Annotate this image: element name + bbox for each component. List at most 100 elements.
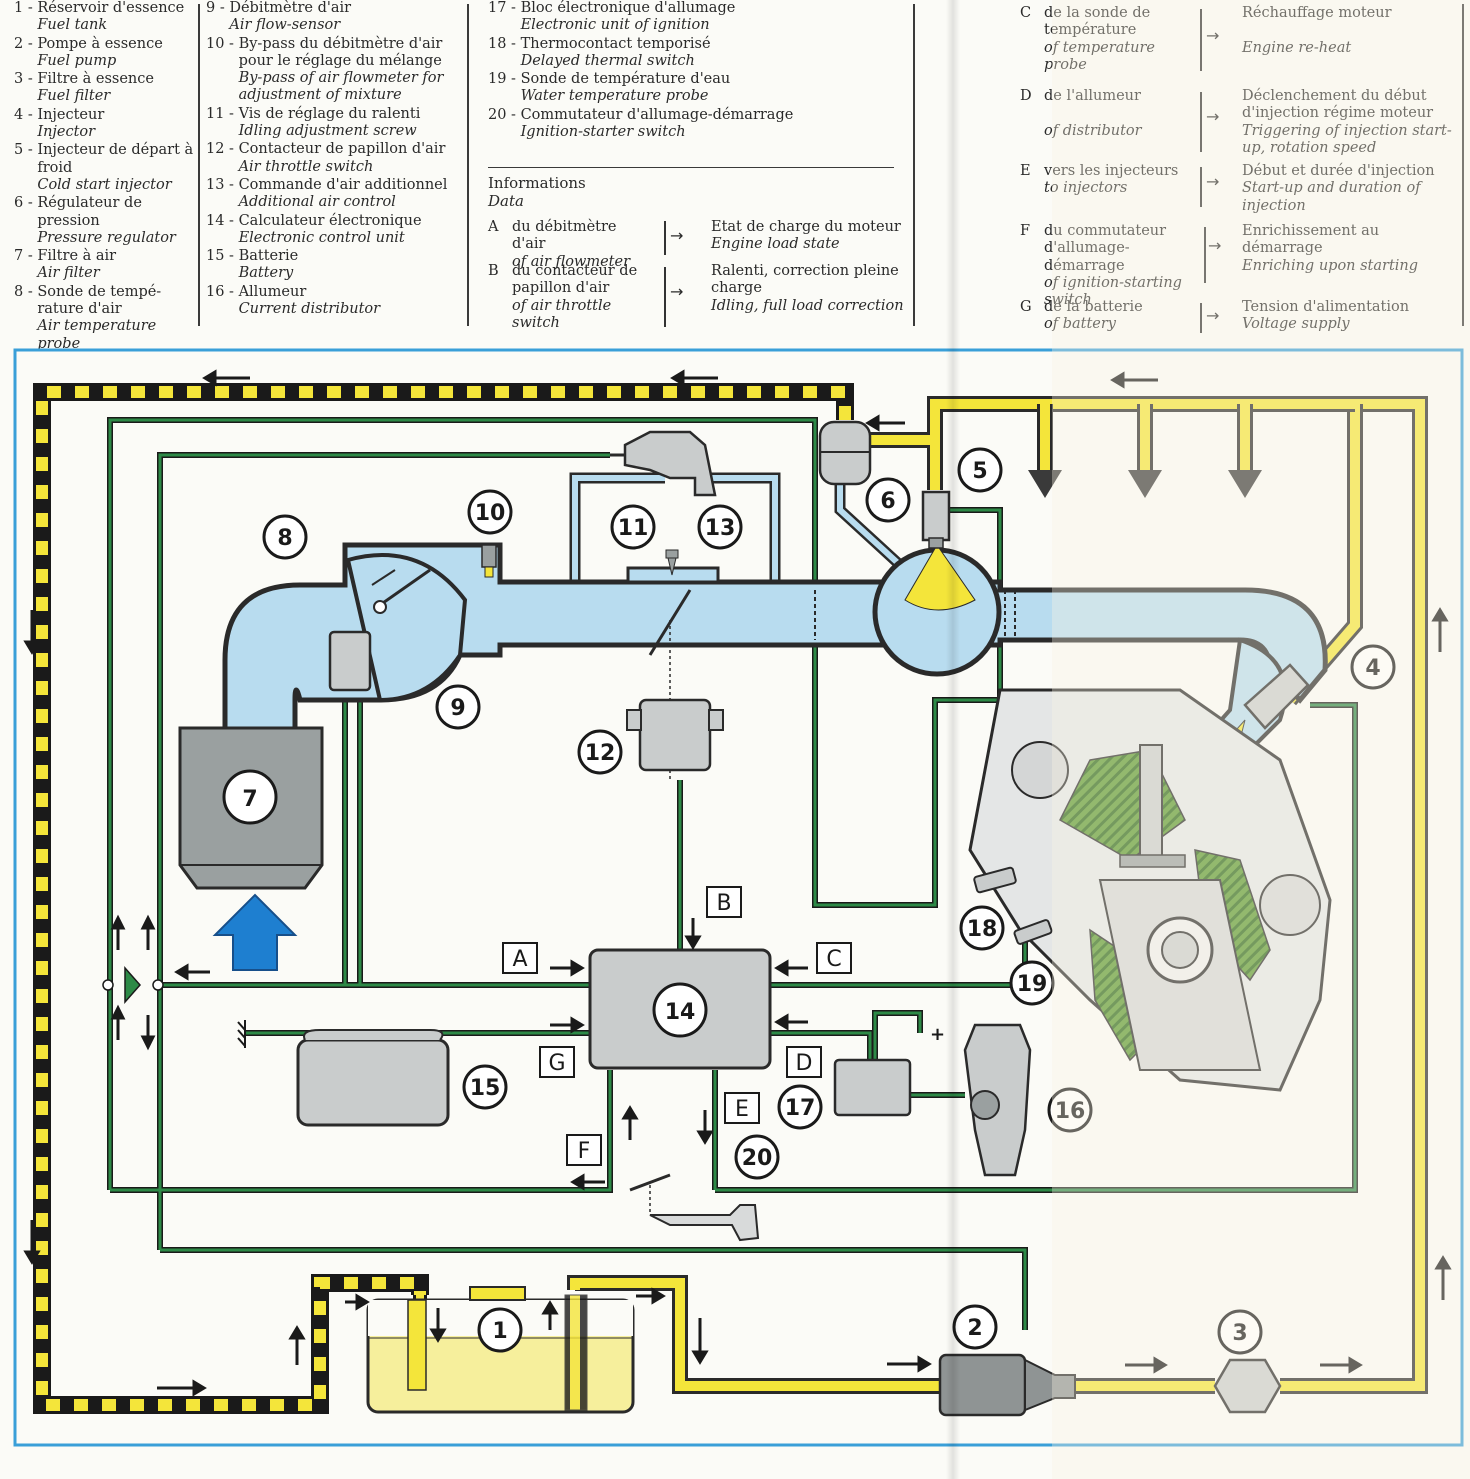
fuel-pump <box>938 1353 1076 1417</box>
info-bracket <box>664 267 666 327</box>
info-source-en: of battery <box>1044 316 1116 333</box>
legend-label-fr: Thermocontact temporisé <box>520 35 711 52</box>
info-title-en: Data <box>488 191 524 210</box>
info-source-fr: de la sonde de température <box>1044 5 1151 39</box>
legend-label-en: Cold start injector <box>37 176 172 193</box>
info-source-fr: de la batterie <box>1044 299 1143 315</box>
legend-label-en: Current distributor <box>238 301 381 318</box>
legend-number: 11 - <box>206 105 239 122</box>
arrow-right-icon: → <box>1206 306 1220 325</box>
callout-17: 17 <box>785 1096 816 1121</box>
callout-5: 5 <box>972 459 987 484</box>
info-source-fr: du contacteur de papillon d'air <box>512 263 638 297</box>
legend-number: 20 - <box>488 106 521 123</box>
arrow-right-icon: → <box>1206 107 1220 126</box>
flow-arrows <box>23 369 1452 1397</box>
legend-label-fr: Bloc électronique d'allumage <box>520 0 736 16</box>
legend-label-fr: Pompe à essence <box>37 35 163 52</box>
callout-8: 8 <box>277 526 292 551</box>
legend-number: 10 - <box>206 35 239 52</box>
info-letter: C <box>1020 5 1032 21</box>
legend-number: 4 - <box>14 106 38 123</box>
legend-number: 1 - <box>14 0 38 16</box>
legend-number: 18 - <box>488 35 521 52</box>
signal-a: A <box>512 947 527 972</box>
fuel-filter <box>1213 1358 1282 1414</box>
legend-number: 15 - <box>206 248 239 265</box>
info-dest-fr: Etat de charge du moteur <box>711 219 901 235</box>
legend-number: 7 - <box>14 248 38 265</box>
air-temperature-sensor <box>328 630 372 692</box>
info-source-fr: du débitmètre d'air <box>512 219 617 253</box>
legend-divider-3 <box>913 4 915 326</box>
callout-20: 20 <box>742 1146 773 1171</box>
info-source-fr: de l'allumeur <box>1044 88 1141 104</box>
callout-9: 9 <box>450 696 465 721</box>
ignition-switch <box>629 1173 760 1242</box>
battery <box>296 1029 450 1127</box>
arrow-right-icon: → <box>670 226 684 245</box>
info-bracket <box>1200 303 1202 333</box>
legend-label-fr: Contacteur de papillon d'air <box>238 141 446 158</box>
info-dest-fr: Début et durée d'injection <box>1242 163 1435 179</box>
legend-number: 3 - <box>14 71 38 88</box>
legend-label-en: Fuel tank <box>37 17 108 34</box>
legend-number: 14 - <box>206 212 239 229</box>
legend-number: 19 - <box>488 71 521 88</box>
component-callout-numbers: 1 2 3 4 5 6 7 8 9 10 11 13 12 14 15 16 1… <box>242 459 1380 1346</box>
info-bracket <box>1200 92 1202 152</box>
legend-label-en: Ignition-starter switch <box>520 124 686 141</box>
signal-letter-boxes <box>502 886 852 1166</box>
info-bracket <box>1200 9 1202 71</box>
callout-11: 11 <box>618 516 649 541</box>
legend-label-fr: Régulateur de pression <box>37 195 142 229</box>
info-dest-fr: Tension d'alimentation <box>1242 299 1410 315</box>
legend-divider-4 <box>1462 4 1464 326</box>
legend-label-en: Fuel filter <box>37 88 111 105</box>
info-letter: A <box>488 219 499 235</box>
info-dest-en: Engine load state <box>711 236 840 253</box>
legend-label-en: Air flow-sensor <box>229 17 341 34</box>
additional-air-valve <box>610 430 717 497</box>
legend-label-en: Air temperature probe <box>37 318 157 352</box>
legend-label-fr: Réservoir d'essence <box>37 0 185 16</box>
legend-label-fr: Vis de réglage du ralenti <box>238 105 421 122</box>
signal-f: F <box>578 1139 591 1164</box>
throttle-switch <box>626 698 724 772</box>
thermal-switch <box>973 866 1017 894</box>
callout-3: 3 <box>1232 1321 1247 1346</box>
legend-label-en: Battery <box>238 265 294 282</box>
info-source-en: of ignition-starting switch <box>1044 274 1182 309</box>
check-valve <box>102 966 164 1004</box>
callout-14: 14 <box>665 1000 696 1025</box>
component-callouts <box>222 447 1396 1355</box>
legend-item: 10 - By-pass du débitmètre d'air pour le… <box>206 36 464 105</box>
info-source-en: of distributor <box>1044 122 1142 139</box>
info-dest-en: Triggering of injection start-up, rotati… <box>1242 122 1452 156</box>
legend-number: 16 - <box>206 283 239 300</box>
signal-d: D <box>796 1051 813 1076</box>
callout-12: 12 <box>585 741 616 766</box>
injector-branch-arrows <box>1028 470 1262 498</box>
info-divider <box>488 167 894 168</box>
legend-label-fr: Commande d'air additionnel <box>238 176 448 193</box>
